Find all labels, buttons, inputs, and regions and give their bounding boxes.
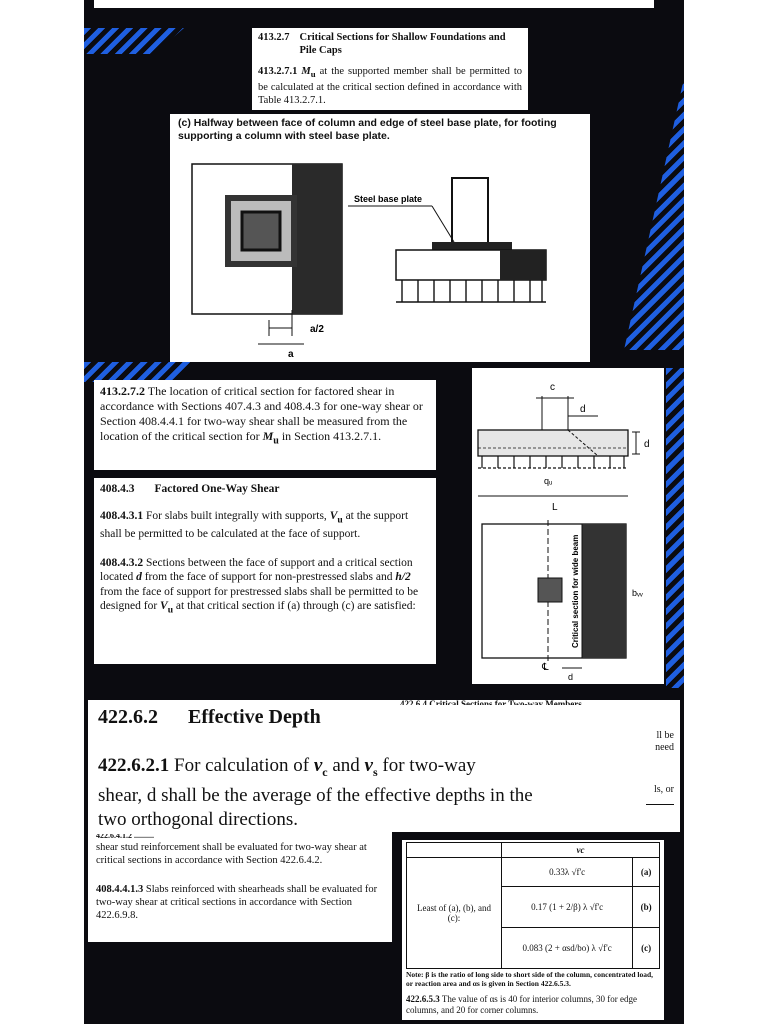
section-408-4-3-card: 408.4.3 Factored One-Way Shear 408.4.3.1… (94, 478, 436, 664)
vc-table-card: vc Least of (a), (b), and (c): 0.33λ √f'… (402, 840, 664, 1020)
clause-422-6-2-1: 422.6.2.1 For calculation of vc and vs f… (98, 754, 646, 832)
section-408-4-4-card: 422.6.4.1.2 .......... shear stud reinfo… (88, 832, 392, 942)
decor-stripe-top-left (84, 28, 184, 54)
shear-stud-paragraph: shear stud reinforcement shall be evalua… (96, 842, 367, 866)
table-header-vc: vc (501, 842, 660, 858)
uniform-pressure-arrows (478, 456, 628, 469)
clause-408-4-4-1-3: 408.4.4.1.3 Slabs reinforced with shearh… (96, 884, 378, 921)
label-d-top: d (580, 404, 586, 415)
label-a2: a/2 (310, 324, 324, 335)
table-left-label: Least of (a), (b), and (c): (406, 857, 502, 969)
side-fragment-3: ls, or (654, 784, 674, 795)
clause-422-6-5-3: 422.6.5.3 The value of αs is 40 for inte… (406, 994, 638, 1015)
label-L: L (552, 502, 558, 513)
clause-408-4-3-1: 408.4.3.1 For slabs built integrally wit… (100, 509, 409, 541)
formula-b: 0.17 (1 + 2/β) λ √f'c (500, 886, 634, 928)
screenshot-frame: 413.2.7 Critical Sections for Shallow Fo… (84, 0, 684, 1024)
soil-pressure-arrows (396, 280, 546, 303)
section-413-2-7-card: 413.2.7 Critical Sections for Shallow Fo… (252, 28, 528, 110)
side-fragment-2: need (655, 742, 674, 753)
label-bw: bᵥᵥ (632, 588, 643, 598)
wide-beam-diagram-card: c d d qᵤ L (472, 368, 664, 684)
decor-stripe-right-upper (624, 30, 684, 350)
label-d-side: d (644, 439, 650, 450)
label-critical-section: Critical section for wide beam (571, 535, 580, 648)
column-plan (240, 210, 282, 252)
figure-c-card: (c) Halfway between face of column and e… (170, 114, 590, 362)
label-steel-base-plate: Steel base plate (354, 194, 422, 204)
section-408-4-3-heading: 408.4.3 Factored One-Way Shear (100, 483, 280, 495)
formula-c: 0.083 (2 + αsd/bo) λ √f'c (500, 927, 634, 969)
section-422-6-2-heading: 422.6.2 Effective Depth (98, 706, 321, 728)
section-422-6-2-card: 422.6.4 Critical Sections for Two-way Me… (88, 699, 680, 832)
side-fragment-1: ll be (656, 730, 675, 741)
top-white-strip (94, 0, 654, 8)
overlap-heading: 422.6.4 Critical Sections for Two-way Me… (400, 699, 582, 705)
decor-stripe-right-lower (666, 368, 684, 688)
tag-a: (a) (632, 857, 660, 887)
clause-line-1: 422.6.2.1 For calculation of vc and vs f… (98, 755, 476, 779)
clause-line-2: shear, d shall be the average of the eff… (98, 784, 533, 806)
wide-beam-drawing: c d d qᵤ L (477, 382, 650, 682)
tag-c: (c) (632, 927, 660, 969)
vc-table: vc Least of (a), (b), and (c): 0.33λ √f'… (406, 842, 660, 969)
clause-413-2-7-2: 413.2.7.2 The location of critical secti… (100, 384, 423, 447)
tag-b: (b) (632, 886, 660, 928)
footing-elevation-shade (500, 250, 546, 280)
label-cl: ℄ (541, 662, 549, 673)
footing-section (477, 429, 629, 457)
critical-strip-shade (582, 524, 626, 658)
figure-c-drawing: a/2 a Steel base plate (191, 163, 547, 360)
table-corner (406, 842, 502, 858)
table-note: Note: β is the ratio of long side to sho… (406, 970, 654, 988)
label-a: a (288, 349, 294, 360)
side-fragment-line (646, 804, 674, 805)
clause-413-2-7-1: 413.2.7.1 Mu at the supported member sha… (258, 66, 523, 107)
critical-zone-shade (292, 164, 342, 314)
section-title: Critical Sections for Shallow Foundation… (299, 32, 506, 56)
base-plate-elevation (432, 242, 512, 250)
formula-a: 0.33λ √f'c (500, 857, 634, 887)
label-c: c (550, 382, 555, 393)
decor-stripe-mid-left (84, 362, 194, 382)
section-413-2-7-heading: 413.2.7 Critical Sections for Shallow Fo… (258, 31, 522, 57)
label-d-bottom: d (568, 672, 573, 682)
section-number: 413.2.7 (258, 32, 290, 43)
clause-line-3: two orthogonal directions. (98, 808, 298, 830)
section-413-2-7-2-card: 413.2.7.2 The location of critical secti… (94, 380, 436, 470)
clause-408-4-3-2: 408.4.3.2 Sections between the face of s… (100, 556, 419, 616)
cut-line: 422.6.4.1.2 .......... (96, 834, 154, 839)
column-elevation (451, 177, 489, 245)
column-square (537, 577, 563, 603)
label-qu: qᵤ (544, 476, 553, 486)
figure-c-caption: (c) Halfway between face of column and e… (178, 117, 557, 142)
